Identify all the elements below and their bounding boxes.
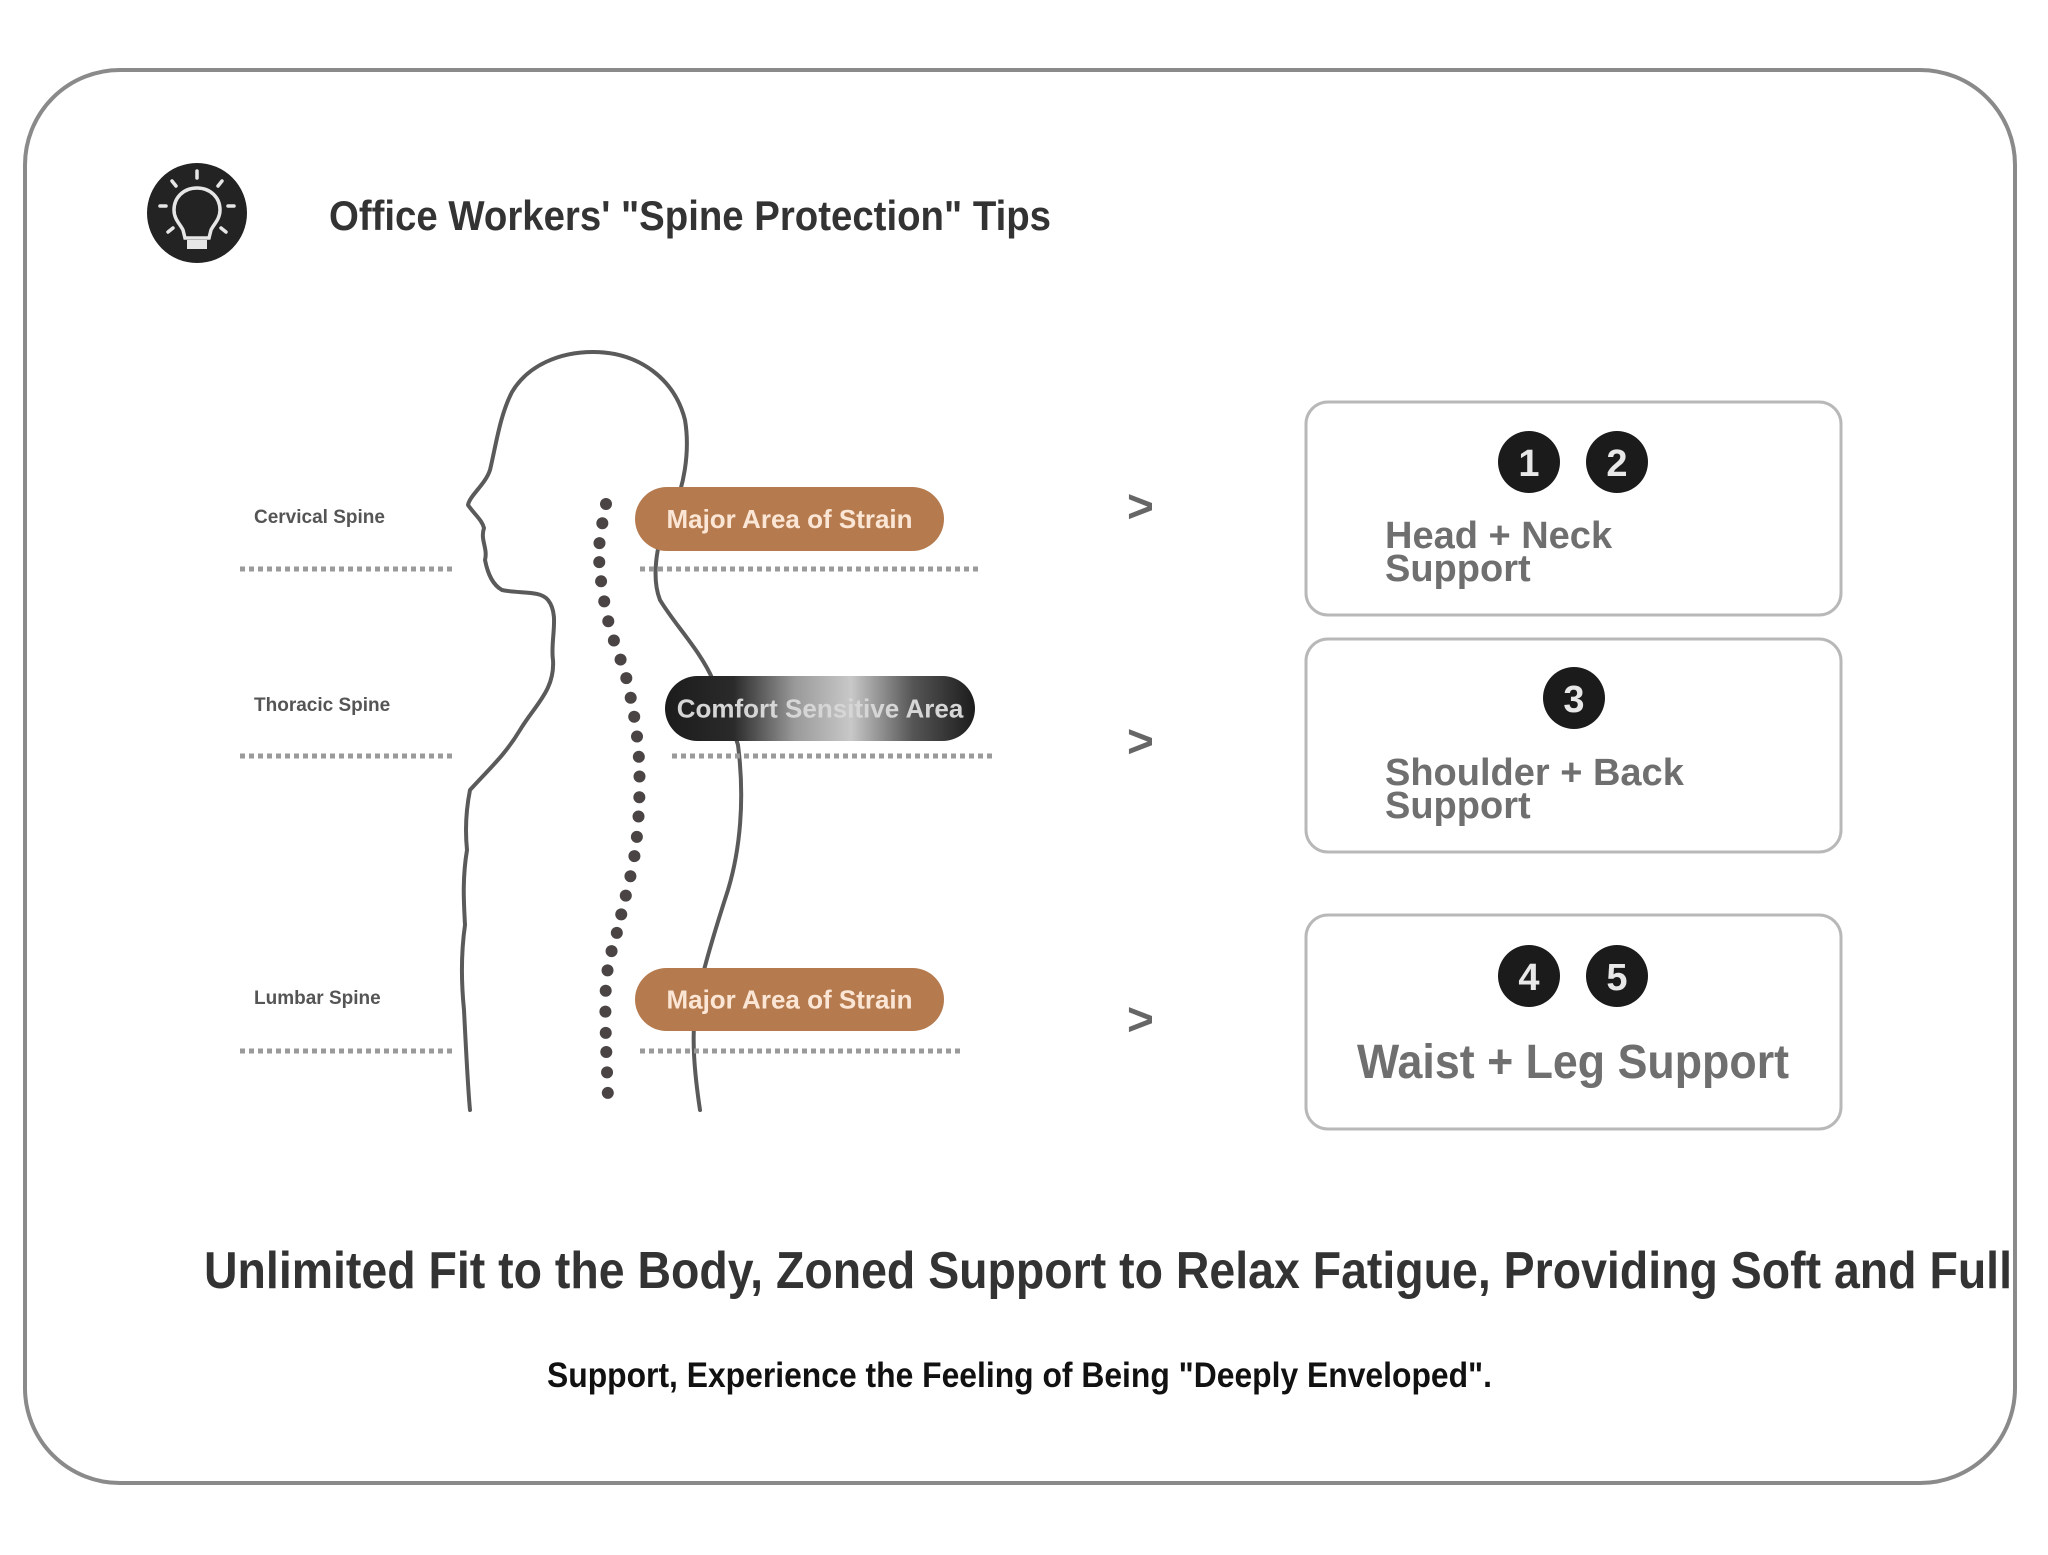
region-divider-right (640, 566, 978, 572)
region-divider-left (240, 753, 452, 759)
spine-dot (620, 672, 633, 685)
region-divider-left (240, 566, 452, 572)
support-box-title: Waist + Leg Support (1357, 1036, 1789, 1089)
spine-dot (601, 964, 614, 977)
spine-dot (598, 595, 611, 608)
spine-dot (632, 810, 645, 823)
body-silhouette-front (459, 350, 595, 1112)
spine-region-label: Thoracic Spine (254, 695, 390, 716)
spine-dot (628, 710, 641, 723)
spine-region-label: Cervical Spine (254, 507, 385, 528)
spine-region-row: Cervical Spine Major Area of Strain > (240, 480, 1154, 572)
chevron-right-icon: > (1127, 715, 1154, 767)
lightbulb-icon (147, 163, 247, 263)
spine-dot (599, 984, 612, 997)
support-box-subtitle: Support (1385, 548, 1531, 590)
spine-dot (600, 1045, 613, 1058)
page-title: Office Workers' "Spine Protection" Tips (329, 192, 1051, 239)
spine-region-row: Thoracic Spine Comfort Sensitive Area > (240, 676, 1154, 767)
footer-line-2: Support, Experience the Feeling of Being… (547, 1356, 1492, 1395)
spine-dot (633, 770, 646, 783)
spine-dot (619, 889, 632, 902)
badge-label: Major Area of Strain (666, 985, 912, 1015)
spine-dot (628, 850, 641, 863)
spine-dot (631, 730, 644, 743)
svg-text:2: 2 (1606, 443, 1627, 485)
spine-dot (630, 830, 643, 843)
spine-dot (595, 575, 608, 588)
svg-text:5: 5 (1606, 957, 1627, 999)
support-box-title: Shoulder + Back (1385, 752, 1685, 794)
spine-dot (615, 908, 628, 921)
number-badge: 4 (1498, 945, 1560, 1007)
spine-dot (601, 1066, 614, 1079)
badge-label: Major Area of Strain (666, 504, 912, 534)
support-box-title: Head + Neck (1385, 515, 1613, 557)
spine-dot (600, 498, 612, 510)
spine-dot (610, 926, 623, 939)
region-divider-left (240, 1048, 452, 1054)
spine-dot (593, 556, 606, 569)
region-divider-right (672, 753, 992, 759)
strain-area-badge: Major Area of Strain (635, 487, 944, 551)
number-badge: 2 (1586, 431, 1648, 493)
spine-dot (596, 517, 609, 530)
footer-line-1: Unlimited Fit to the Body, Zoned Support… (204, 1242, 2012, 1300)
spine-dot (601, 1086, 614, 1099)
svg-text:4: 4 (1518, 957, 1539, 999)
badge-label: Comfort Sensitive Area (677, 694, 964, 724)
spine-dot (632, 750, 645, 763)
support-box-subtitle: Support (1385, 785, 1531, 827)
svg-text:1: 1 (1518, 443, 1539, 485)
spine-dot (599, 1026, 612, 1039)
spine-dot (605, 945, 618, 958)
spine-dots (593, 498, 646, 1099)
spine-region-label: Lumbar Spine (254, 988, 381, 1009)
spine-dot (593, 537, 606, 550)
strain-area-badge: Major Area of Strain (635, 968, 944, 1031)
spine-dot (624, 870, 637, 883)
region-divider-right (640, 1048, 960, 1054)
svg-text:3: 3 (1563, 679, 1584, 721)
spine-region-row: Lumbar Spine Major Area of Strain > (240, 968, 1154, 1054)
number-badge: 5 (1586, 945, 1648, 1007)
sensitive-area-badge: Comfort Sensitive Area (665, 676, 975, 741)
spine-dot (607, 634, 620, 647)
chevron-right-icon: > (1127, 993, 1154, 1045)
spine-dot (633, 791, 646, 804)
number-badge: 3 (1543, 667, 1605, 729)
spine-dot (624, 691, 637, 704)
spine-dot (614, 653, 627, 666)
spine-dot (599, 1005, 612, 1018)
spine-dot (602, 615, 615, 628)
chevron-right-icon: > (1127, 480, 1154, 532)
number-badge: 1 (1498, 431, 1560, 493)
